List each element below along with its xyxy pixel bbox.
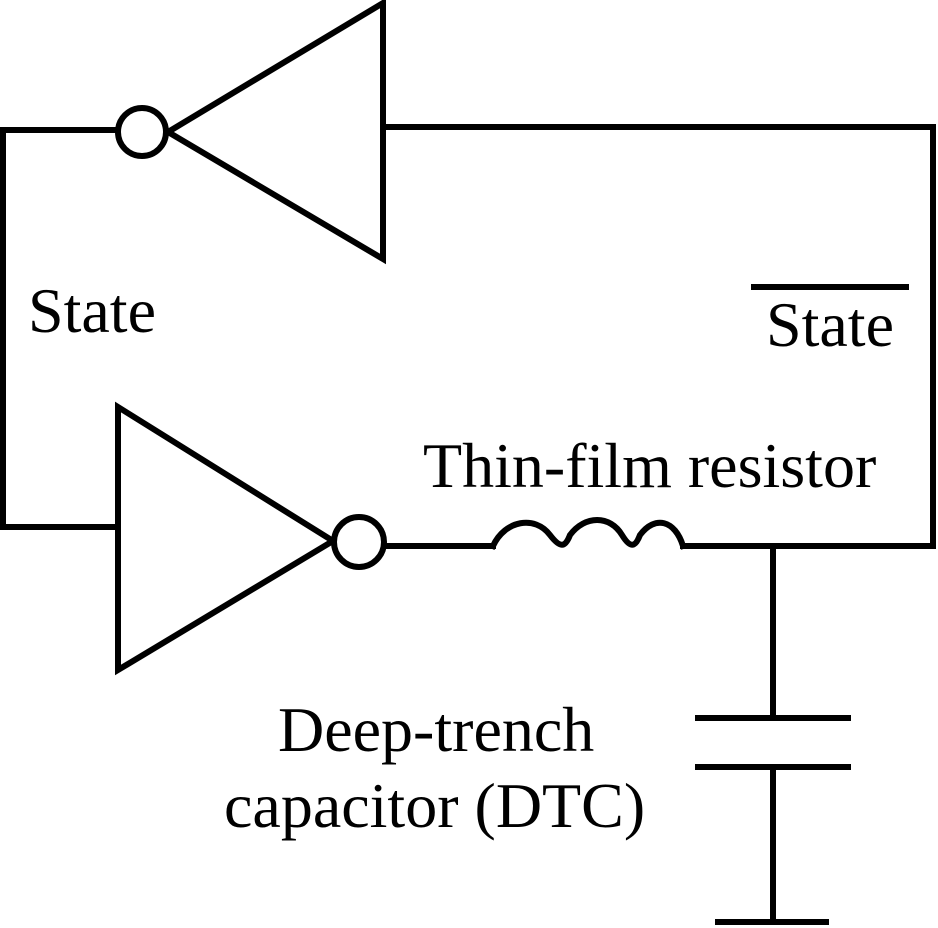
top-right-wire	[380, 124, 936, 549]
top-left-wire	[0, 127, 121, 530]
top-inverter-bubble	[115, 105, 169, 159]
top-inverter	[162, 0, 386, 265]
state-label: State	[28, 275, 156, 346]
bottom-inverter	[115, 401, 339, 676]
state-bar-label: State	[766, 289, 894, 360]
resistor-label: Thin-film resistor	[423, 430, 876, 501]
capacitor-label-line2: capacitor (DTC)	[224, 770, 645, 841]
capacitor-label-line1: Deep-trench	[278, 694, 594, 765]
bottom-inverter-bubble	[331, 514, 387, 570]
thin-film-resistor	[489, 517, 687, 550]
